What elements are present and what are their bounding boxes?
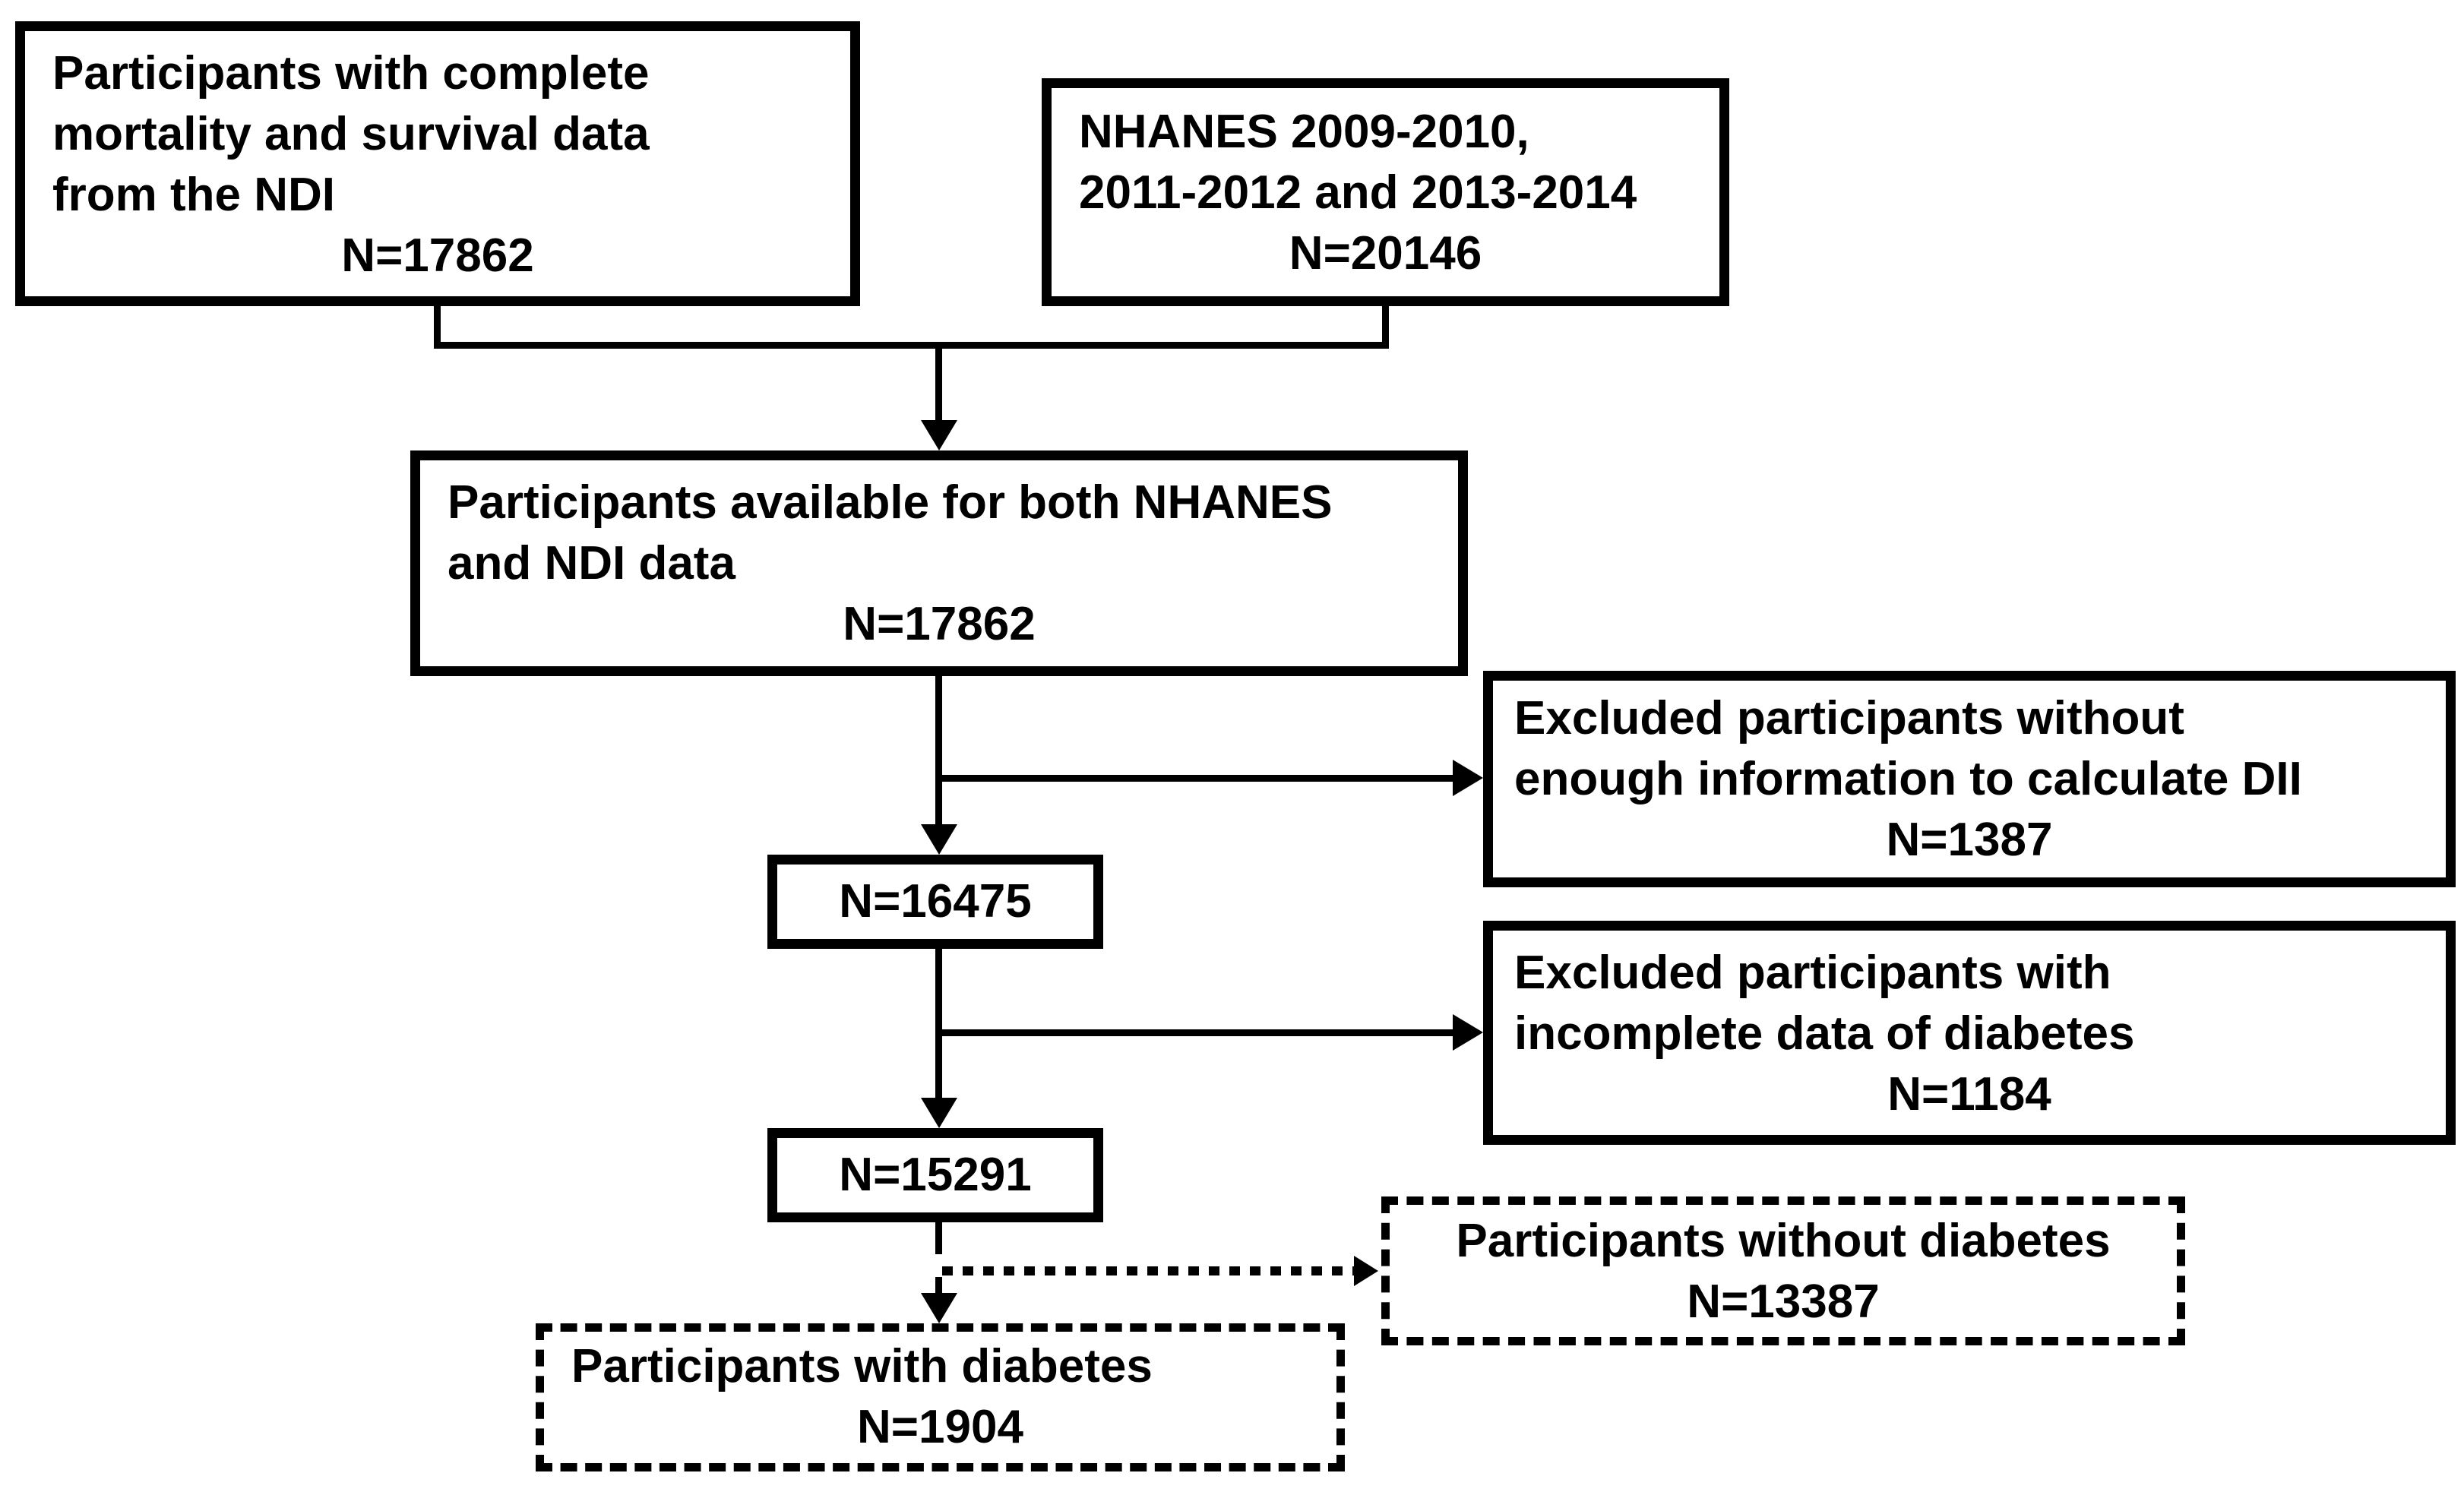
box-excluded-diabetes-line-2: incomplete data of diabetes — [1514, 1007, 2135, 1060]
arrowhead-into-with-diabetes-icon — [921, 1293, 957, 1323]
box-n-after-dii-count: N=16475 — [839, 875, 1032, 928]
box-excluded-diabetes: Excluded participants with incomplete da… — [1483, 921, 2456, 1145]
box-excluded-dii-count: N=1387 — [1886, 814, 2053, 866]
box-without-diabetes-count: N=13387 — [1687, 1275, 1880, 1328]
box-nhanes-cycles: NHANES 2009-2010, 2011-2012 and 2013-201… — [1042, 78, 1729, 306]
box-excluded-dii-line-2: enough information to calculate DII — [1514, 753, 2302, 805]
box-merged-nhanes-ndi: Participants available for both NHANES a… — [410, 450, 1468, 676]
connector-merge-horizontal — [434, 342, 1389, 349]
box-n-after-diabetes: N=15291 — [767, 1128, 1103, 1222]
box-excluded-dii: Excluded participants without enough inf… — [1483, 671, 2456, 887]
box-excluded-dii-line-1: Excluded participants without — [1514, 692, 2184, 744]
box-ndi-mortality-line-3: from the NDI — [52, 169, 335, 221]
connector-merged-to-n16475 — [935, 676, 942, 828]
box-without-diabetes: Participants without diabetes N=13387 — [1381, 1196, 2185, 1345]
box-merged-count: N=17862 — [843, 598, 1036, 650]
connector-branch-excluded-diabetes — [938, 1029, 1457, 1036]
box-excluded-diabetes-count: N=1184 — [1887, 1068, 2051, 1121]
box-merged-line-2: and NDI data — [448, 537, 735, 590]
connector-n16475-to-n15291 — [935, 949, 942, 1101]
connector-ndi-stub — [434, 304, 441, 349]
box-ndi-mortality: Participants with complete mortality and… — [15, 21, 860, 306]
connector-nhanes-stub — [1382, 304, 1389, 349]
box-nhanes-cycles-count: N=20146 — [1289, 227, 1482, 280]
connector-dotted-to-without-diabetes — [942, 1266, 1357, 1275]
box-n-after-dii: N=16475 — [767, 855, 1103, 949]
connector-merge-vertical — [935, 342, 942, 424]
arrowhead-into-n15291-icon — [921, 1098, 957, 1128]
box-merged-line-1: Participants available for both NHANES — [448, 476, 1333, 529]
arrowhead-into-excluded-dii-icon — [1453, 760, 1483, 796]
box-excluded-diabetes-line-1: Excluded participants with — [1514, 947, 2111, 999]
box-ndi-mortality-line-1: Participants with complete — [52, 47, 650, 100]
box-n-after-diabetes-count: N=15291 — [839, 1149, 1032, 1201]
box-nhanes-cycles-line-1: NHANES 2009-2010, — [1079, 106, 1529, 158]
box-ndi-mortality-count: N=17862 — [341, 229, 534, 282]
box-with-diabetes-count: N=1904 — [857, 1401, 1023, 1453]
arrowhead-into-excluded-diabetes-icon — [1453, 1014, 1483, 1051]
box-ndi-mortality-line-2: mortality and survival data — [52, 108, 650, 160]
arrowhead-into-n16475-icon — [921, 824, 957, 855]
box-with-diabetes: Participants with diabetes N=1904 — [536, 1323, 1345, 1471]
box-nhanes-cycles-line-2: 2011-2012 and 2013-2014 — [1079, 166, 1637, 219]
arrowhead-into-without-diabetes-icon — [1354, 1256, 1378, 1286]
box-without-diabetes-line-1: Participants without diabetes — [1456, 1215, 2111, 1267]
box-with-diabetes-line-1: Participants with diabetes — [571, 1340, 1153, 1392]
connector-dashed-to-with-diabetes — [935, 1222, 942, 1296]
connector-branch-excluded-dii — [938, 775, 1457, 782]
arrowhead-into-merged-icon — [921, 420, 957, 450]
